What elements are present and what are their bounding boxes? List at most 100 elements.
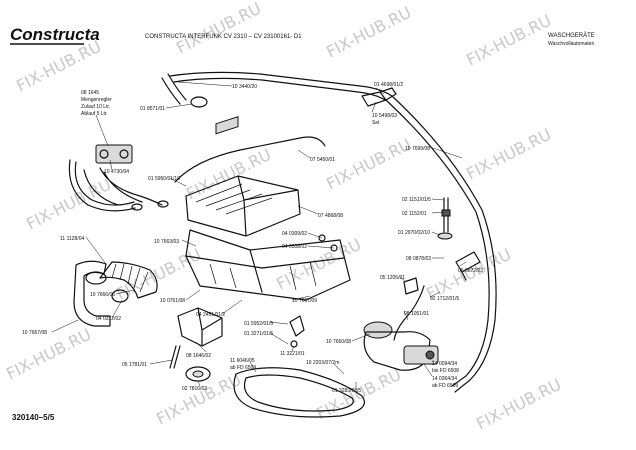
- pump-motor: [403, 345, 439, 365]
- callout-label: 08 1051/01: [404, 311, 429, 317]
- callout-label-group: 10 3440/20 01 4698/01/2 01 8571/01 10 54…: [22, 82, 483, 394]
- solenoid-valve: [95, 144, 133, 164]
- hose-end-1: [131, 203, 143, 211]
- watermark-text: FIX-HUB.RU: [23, 175, 114, 234]
- callout-label: 05 1781/01: [122, 362, 147, 368]
- callout-label: Set: [372, 120, 380, 126]
- callout-label: 07 5450/01: [310, 157, 335, 163]
- callout-label: ab FD 6509: [230, 365, 256, 371]
- callout-label: 05 1205/01: [380, 275, 405, 281]
- callout-label: 04 0309/02: [282, 231, 307, 237]
- watermark-text: FIX-HUB.RU: [113, 245, 204, 304]
- callout-label: 11 6046/05: [230, 358, 255, 364]
- grommet-a: [318, 234, 326, 242]
- callout-label: 04 0308/02: [282, 244, 307, 250]
- callout-label: 02 1712/01/5: [430, 296, 459, 302]
- solenoid-coil-right: [119, 149, 129, 159]
- callout-label: 08 1645: [81, 90, 99, 96]
- vent-tube: [174, 136, 326, 183]
- callout-label: 10 2203/07/2m: [306, 360, 339, 366]
- connector-sleeve: [441, 209, 451, 217]
- callout-label: Ablauf 5 Ltr.: [81, 111, 108, 117]
- elbow-mouth: [85, 271, 107, 285]
- callout-label: 14 0364/34: [432, 376, 457, 382]
- watermark-text: FIX-HUB.RU: [463, 125, 554, 184]
- callout-label: 10 7663/03: [154, 239, 179, 245]
- connector-washer: [437, 232, 453, 240]
- callout-label: bis FD 6508: [432, 368, 459, 374]
- long-drain-hose: [169, 71, 497, 393]
- callout-label: 01 3283/03/5: [332, 388, 361, 394]
- hose-end-2: [157, 200, 169, 208]
- sump-hose-loop: [233, 367, 365, 418]
- callout-label: 10 7666/06: [90, 292, 115, 298]
- callout-label: 04 2451/01/2: [196, 312, 225, 318]
- callout-label: 10 3440/20: [232, 84, 257, 90]
- callout-label: 07 4868/08: [318, 213, 343, 219]
- pressure-chamber: [289, 315, 305, 337]
- callout-label: 05 0872/02: [458, 268, 483, 274]
- filter-drip-tube: [169, 345, 181, 369]
- callout-label: 11 1128/04: [60, 236, 85, 242]
- corrugated-bellows: [99, 261, 158, 299]
- callout-label: 10 7667/08: [22, 330, 47, 336]
- callout-label: 10 7660/08: [326, 339, 351, 345]
- solenoid-coil-left: [99, 149, 109, 159]
- upper-valve-fitting: [361, 87, 397, 107]
- callout-label: 10 7667/09: [292, 298, 317, 304]
- small-clip: [403, 277, 419, 295]
- filter-housing: [177, 307, 223, 347]
- watermark-text: FIX-HUB.RU: [323, 135, 414, 194]
- callout-label: 10 7699/08: [405, 146, 430, 152]
- callout-label: 10 5498/03: [372, 113, 397, 119]
- inlet-hose-bundle: [68, 159, 163, 212]
- leader-lines: [51, 81, 467, 390]
- callout-label: 10 0761/08: [160, 298, 185, 304]
- callout-label: 08 0878/03: [406, 256, 431, 262]
- callout-label: 01 5952/01/5: [244, 321, 273, 327]
- model-line: CONSTRUCTA INTERFUNK CV 2310 – CV 231001…: [145, 34, 302, 40]
- category-subtitle: Waschvollautomaten: [548, 41, 594, 47]
- hose-clamp-top: [190, 96, 208, 108]
- callout-label: 11 3221/01: [280, 351, 305, 357]
- callout-label: 04 0312/02: [96, 316, 121, 322]
- ring-seal-left: [111, 289, 129, 303]
- watermark-text: FIX-HUB.RU: [173, 0, 264, 58]
- callout-label: 01 3271/01/5: [244, 331, 273, 337]
- watermark-text: FIX-HUB.RU: [473, 375, 564, 434]
- callout-label: 08 1646/02: [186, 353, 211, 359]
- callout-label: ab FD 6509: [432, 383, 458, 389]
- dispenser-insert: [215, 116, 239, 135]
- pump-inlet-ring: [363, 321, 393, 339]
- callout-label: Zulauf 10 Ltr.: [81, 104, 110, 110]
- callout-label: 01 4698/01/2: [374, 82, 403, 88]
- bellows-ribs: [111, 263, 149, 293]
- callout-label: 14 0094/34: [432, 361, 457, 367]
- callout-label: 01 2970/02/10: [398, 230, 430, 236]
- watermark-text: FIX-HUB.RU: [153, 370, 244, 429]
- category-title: WASCHGERÄTE: [548, 32, 595, 39]
- callout-label: 01 5950/01/10: [148, 176, 180, 182]
- dispenser-grid: [195, 183, 273, 215]
- callout-label: 02 7816/03: [182, 386, 207, 392]
- callout-label: 02 1152/01: [402, 211, 427, 217]
- watermark-text: FIX-HUB.RU: [323, 3, 414, 62]
- callout-label: 01 8571/01: [140, 106, 165, 112]
- elbow-hose: [73, 260, 111, 327]
- callout-label: 02 1151/01/5: [402, 197, 431, 203]
- small-screw: [290, 340, 298, 348]
- mounting-bracket: [455, 251, 481, 281]
- dispenser-chamber: [185, 229, 351, 301]
- drain-pump-body: [363, 331, 431, 371]
- chamber-ribs: [209, 261, 317, 291]
- pump-terminal: [425, 350, 435, 360]
- callout-label: Mengenregler: [81, 97, 112, 103]
- watermark-text: FIX-HUB.RU: [463, 11, 554, 70]
- brand-logo: Constructa: [10, 25, 100, 44]
- watermark-text: FIX-HUB.RU: [423, 245, 514, 304]
- round-sensor-core: [192, 370, 204, 378]
- watermark-text: FIX-HUB.RU: [3, 325, 94, 384]
- callout-label: 10 4730/04: [104, 169, 129, 175]
